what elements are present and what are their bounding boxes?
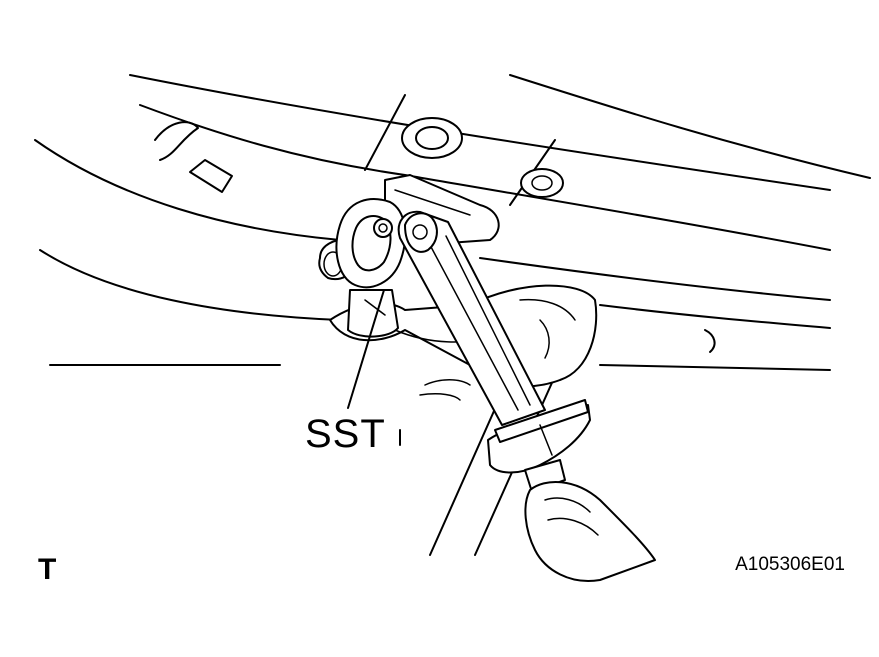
panel-hole-round-small xyxy=(520,168,564,198)
torque-wrench-head xyxy=(487,399,591,493)
panel-hole-square xyxy=(189,159,233,193)
wrench xyxy=(397,210,546,426)
sst-label: SST xyxy=(305,412,386,456)
hand xyxy=(524,481,656,582)
sst-leader-line xyxy=(347,289,385,409)
panel-hole-round-large xyxy=(401,117,463,159)
sst-tool xyxy=(335,198,407,338)
corner-mark: T xyxy=(38,553,57,586)
figure-code: A105306E01 xyxy=(735,554,845,575)
